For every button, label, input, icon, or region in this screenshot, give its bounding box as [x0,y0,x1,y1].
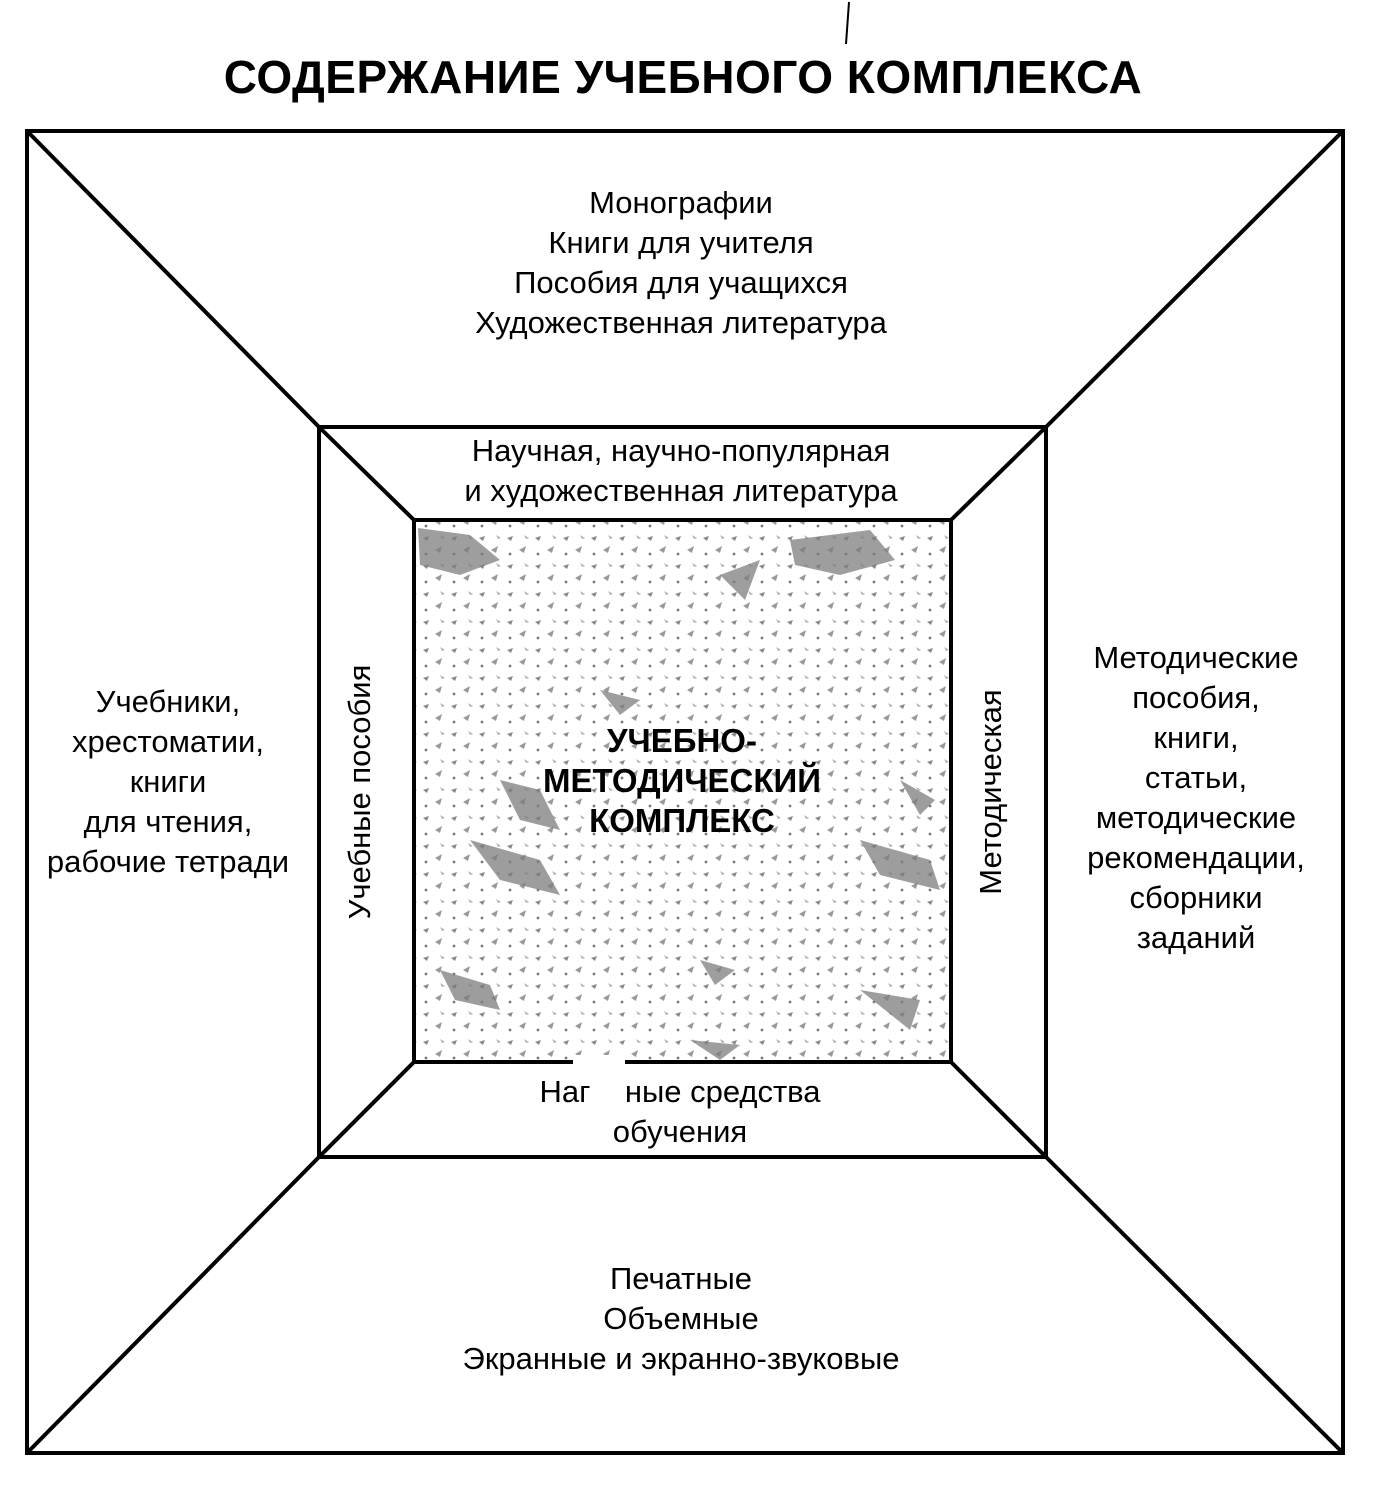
outer-top-line: Художественная литература [475,305,888,340]
stray-mark [845,1,850,45]
center-line: МЕТОДИЧЕСКИЙ [543,761,821,799]
outer-top-line: Пособия для учащихся [514,265,848,300]
inner-top-label: Научная, научно-популярная и художествен… [464,433,898,508]
center-box [414,520,951,1062]
diagram-title: СОДЕРЖАНИЕ УЧЕБНОГО КОМПЛЕКСА [224,51,1143,103]
outer-right-line: книги, [1153,720,1238,755]
outer-bottom-label: Печатные Объемные Экранные и экранно-зву… [463,1261,900,1376]
outer-bottom-line: Экранные и экранно-звуковые [463,1341,900,1376]
outer-right-line: Методические [1093,640,1298,675]
outer-left-line: для чтения, [84,804,253,839]
inner-top-line: и художественная литература [464,473,898,508]
inner-bottom-label: Наг ные средства обучения [539,1074,821,1149]
diagonal-inner-bottom-right [949,1060,1048,1159]
center-blotches [418,528,940,1060]
outer-right-line: рекомендации, [1087,840,1305,875]
inner-bottom-line: Наг ные средства [539,1074,821,1109]
outer-right-line: методические [1096,800,1296,835]
diagonal-outer-top-left [25,129,321,429]
outer-left-line: Учебники, [96,684,240,719]
diagonal-inner-bottom-left [317,1060,416,1159]
outer-left-line: хрестоматии, [72,724,264,759]
inner-right-label: Методическая [973,689,1008,894]
inner-top-line: Научная, научно-популярная [472,433,891,468]
outer-right-label: Методические пособия, книги, статьи, мет… [1087,640,1305,955]
diagonal-outer-bottom-right [1044,1155,1345,1455]
diagonal-inner-top-right [949,425,1048,522]
outer-right-line: статьи, [1145,760,1247,795]
outer-top-label: Монографии Книги для учителя Пособия для… [475,185,888,340]
center-box-border [412,518,953,1064]
center-label: УЧЕБНО- МЕТОДИЧЕСКИЙ КОМПЛЕКС [543,722,821,839]
outer-left-label: Учебники, хрестоматии, книги для чтения,… [47,684,289,879]
inner-left-label: Учебные пособия [342,665,377,920]
diagonal-inner-top-left [317,425,416,522]
outer-right-line: пособия, [1132,680,1260,715]
inner-bottom-line: обучения [613,1114,747,1149]
center-gap [573,1055,625,1097]
diagonal-outer-top-right [1044,129,1345,429]
outer-bottom-line: Объемные [603,1301,758,1336]
diagonal-outer-bottom-left [25,1155,321,1455]
outer-right-line: сборники [1129,880,1262,915]
outer-top-line: Монографии [589,185,773,220]
center-line: КОМПЛЕКС [589,802,775,839]
outer-left-line: рабочие тетради [47,844,289,879]
center-line: УЧЕБНО- [607,722,757,759]
outer-bottom-line: Печатные [610,1261,752,1296]
outer-left-line: книги [130,764,207,799]
outer-top-line: Книги для учителя [548,225,813,260]
outer-right-line: заданий [1137,920,1256,955]
middle-frame [317,425,1048,1159]
outer-frame [25,129,1345,1455]
